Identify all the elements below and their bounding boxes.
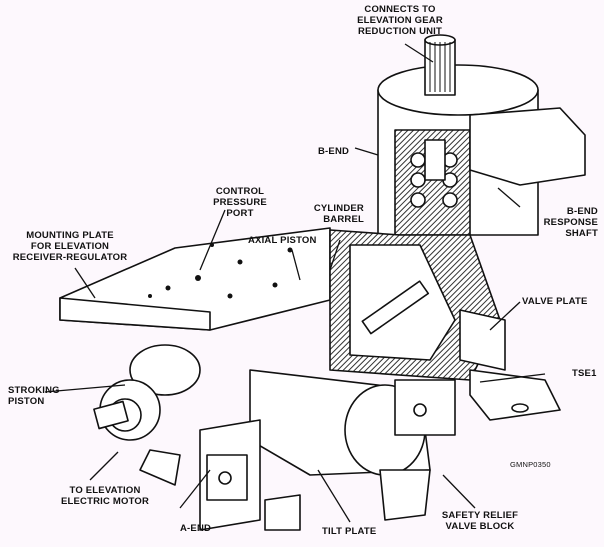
label-line: CONTROL	[215, 186, 265, 197]
label-stroking-piston: STROKING PISTON	[8, 385, 60, 407]
label-connects-to: CONNECTS TO ELEVATION GEAR REDUCTION UNI…	[330, 4, 470, 37]
label-line: STROKING	[8, 385, 60, 396]
label-line: CONNECTS TO	[364, 4, 436, 15]
label-line: REDUCTION UNIT	[357, 26, 443, 37]
input-shaft	[93, 400, 129, 430]
label-line: RECEIVER-REGULATOR	[12, 252, 128, 263]
label-line: TO ELEVATION	[69, 485, 141, 496]
label-line: FOR ELEVATION	[30, 241, 110, 252]
label-cylinder-barrel: CYLINDER BARREL	[300, 203, 364, 225]
label-axial-piston: AXIAL PISTON	[248, 235, 317, 246]
label-line: PORT	[226, 208, 254, 219]
label-tse1: TSE1	[572, 368, 597, 379]
label-tilt-plate: TILT PLATE	[322, 526, 377, 537]
label-line: BARREL	[323, 214, 364, 225]
label-line: ELEVATION GEAR	[357, 15, 443, 26]
label-line: PISTON	[8, 396, 45, 407]
label-safety-relief-valve-block: SAFETY RELIEF VALVE BLOCK	[430, 510, 530, 532]
label-line: B-END	[566, 206, 598, 217]
label-b-end: B-END	[318, 146, 350, 157]
label-line: VALVE BLOCK	[445, 521, 515, 532]
label-mounting-plate: MOUNTING PLATE FOR ELEVATION RECEIVER-RE…	[10, 230, 130, 263]
label-line: CYLINDER	[313, 203, 364, 214]
label-line: RESPONSE	[543, 217, 598, 228]
label-line: PRESSURE	[213, 197, 267, 208]
stroking-piston	[129, 344, 201, 396]
label-control-pressure-port: CONTROL PRESSURE PORT	[205, 186, 275, 219]
label-a-end: A-END	[180, 523, 212, 534]
figure-id: GMNP0350	[510, 460, 551, 469]
label-line: MOUNTING PLATE	[26, 230, 114, 241]
label-line: SAFETY RELIEF	[441, 510, 519, 521]
label-to-elevation-motor: TO ELEVATION ELECTRIC MOTOR	[55, 485, 155, 507]
label-valve-plate: VALVE PLATE	[522, 296, 588, 307]
label-line: ELECTRIC MOTOR	[60, 496, 150, 507]
label-b-end-response-shaft: B-END RESPONSE SHAFT	[530, 206, 598, 239]
label-line: SHAFT	[565, 228, 598, 239]
